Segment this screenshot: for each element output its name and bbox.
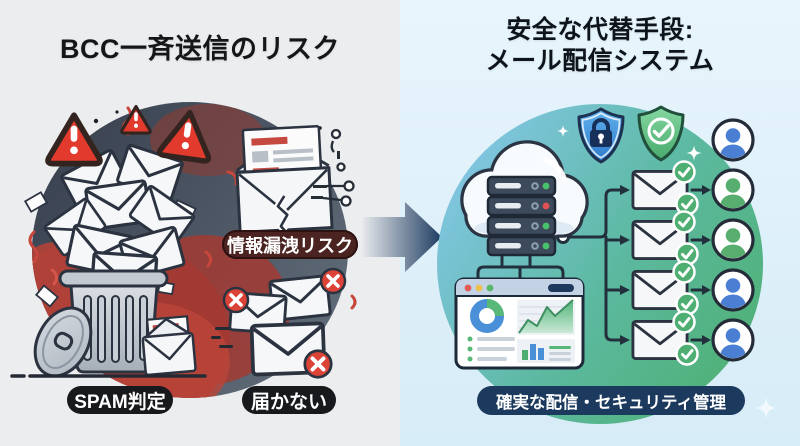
leak-dots <box>311 128 355 207</box>
trash-can-icon <box>58 269 169 374</box>
check-badge-icon <box>675 342 699 366</box>
delivery-row <box>631 160 711 216</box>
delivery-row <box>631 210 711 266</box>
dot-confetti <box>115 110 119 114</box>
dot-confetti <box>93 118 99 124</box>
bar-chart-icon <box>517 339 575 363</box>
led-green <box>542 242 550 250</box>
leak-risk-label: 情報漏洩リスク <box>222 230 358 259</box>
trash-lid-icon <box>33 306 93 378</box>
window-dot-yellow <box>475 284 483 292</box>
dashboard-window <box>454 277 585 370</box>
check-badge-icon <box>672 210 696 234</box>
window-dot-green <box>486 284 494 292</box>
undelivered-label: 届かない <box>242 386 336 414</box>
right-title-line2: メール配信システム <box>485 47 715 75</box>
server-icon <box>486 175 557 257</box>
torn-envelope-icon <box>235 124 334 234</box>
check-shield-icon <box>637 105 685 162</box>
speed-lines <box>211 327 233 348</box>
area-chart-icon <box>517 299 575 335</box>
check-badge-icon <box>672 310 696 334</box>
spam-label: SPAM判定 <box>67 386 173 414</box>
right-title: 安全な代替手段: メール配信システム <box>400 15 800 77</box>
risk-scene <box>10 102 357 398</box>
lock-shield-icon <box>577 107 625 164</box>
delivery-envelopes <box>631 160 711 366</box>
donut-chart-icon <box>470 299 504 333</box>
led-green <box>542 222 550 230</box>
led-red <box>542 202 550 210</box>
delivery-row <box>631 310 711 366</box>
branch-arrowheads <box>620 185 630 345</box>
undelivered-envelopes <box>211 267 347 380</box>
dashboard-list <box>467 336 515 362</box>
x-badge-icon <box>319 267 347 295</box>
transition-arrow-icon <box>362 202 442 272</box>
led-green <box>542 182 550 190</box>
x-badge-icon <box>302 348 334 380</box>
check-badge-icon <box>672 260 696 284</box>
check-badge-icon <box>672 160 696 184</box>
safe-scene <box>437 104 777 424</box>
left-title: BCC一斉送信のリスク <box>60 34 340 64</box>
right-title-line1: 安全な代替手段: <box>506 16 694 44</box>
window-dot-red <box>464 284 472 292</box>
spam-envelope-icon <box>141 315 197 377</box>
x-badge-icon <box>222 286 250 314</box>
secure-delivery-label: 確実な配信・セキュリティ管理 <box>477 386 745 415</box>
delivery-row <box>631 260 711 316</box>
